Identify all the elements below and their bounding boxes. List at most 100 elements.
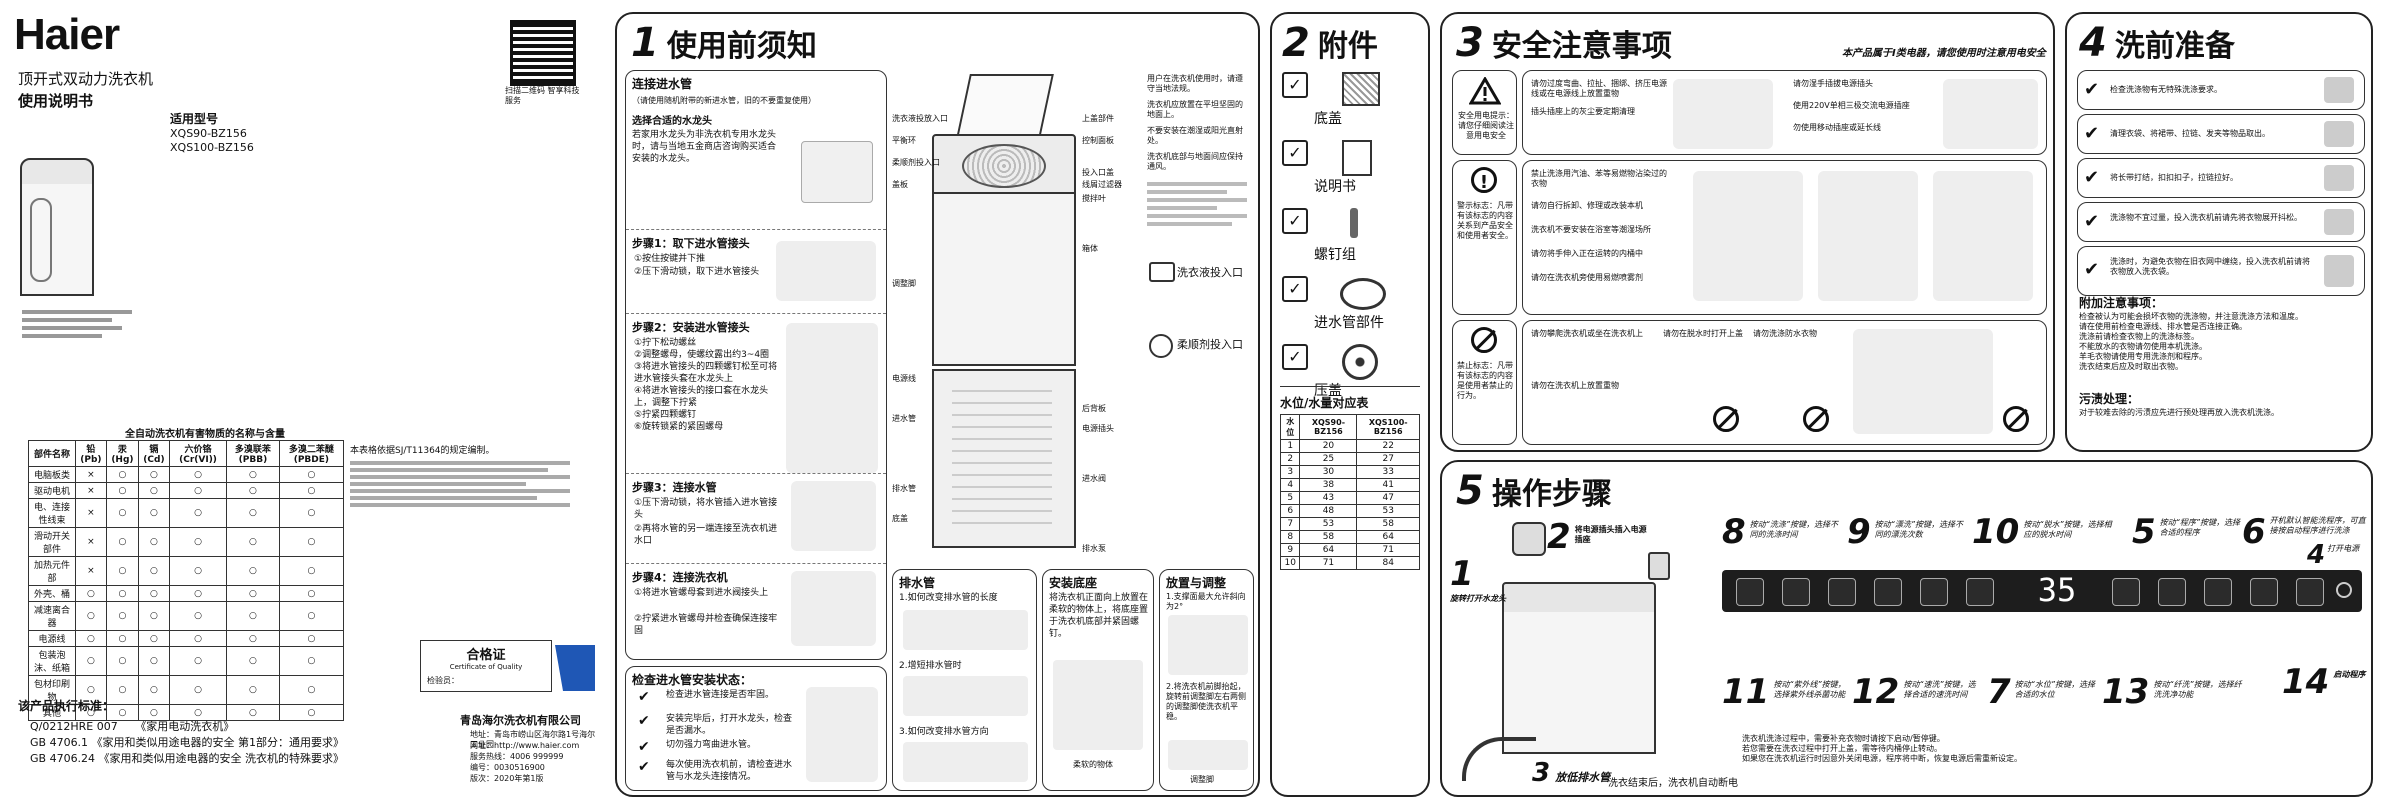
preparation-text: 检查洗涤物有无特殊洗涤要求。: [2110, 85, 2222, 94]
step-2: 2 将电源插头插入电源插座: [1547, 517, 1647, 557]
panel-button[interactable]: [1874, 578, 1902, 606]
step3-item-1: ①压下滑动锁，将水管插入进水管接头: [634, 498, 778, 520]
step-number: 4: [2307, 540, 2326, 570]
table-cell: 58: [1299, 530, 1358, 544]
panel-button[interactable]: [1920, 578, 1948, 606]
safety-category-text: 警示标志：凡带有该标志的内容关系到产品安全和使用者安全。: [1457, 201, 1513, 240]
step-1: 1 旋转打开水龙头: [1450, 554, 1520, 604]
power-item-3: 请勿湿手插拔电源插头: [1793, 79, 1873, 88]
label-softener-inlet: 柔顺剂投入口: [892, 158, 940, 167]
hose-check-item-1: 检查进水管连接是否牢固。: [666, 690, 775, 700]
detergent-inlet-title: 洗衣液投入口: [1177, 266, 1243, 279]
table-cell: 71: [1356, 543, 1420, 557]
faucet-title: 选择合适的水龙头: [632, 116, 712, 127]
label-bottom-cover: 底盖: [892, 514, 908, 523]
hose-check-item-2: 安装完毕后，打开水龙头，检查是否漏水。: [666, 714, 793, 736]
step1-item-2: ②压下滑动锁，取下进水管接头: [634, 267, 760, 277]
step-text: 放低排水管: [1555, 771, 1611, 784]
press-cover-icon: [1342, 344, 1378, 380]
preparation-item: ✔ 将长带打结，扣扣扣子，拉链拉好。: [2077, 158, 2365, 198]
model-2: XQS100-BZ156: [170, 141, 254, 154]
panel-button[interactable]: [2158, 578, 2186, 606]
step2-illustration: [786, 323, 878, 473]
table-cell: ○: [226, 498, 280, 528]
safety-note: 本产品属于I类电器，请您使用时注意用电安全: [1842, 48, 2046, 59]
table-cell: ○: [74, 675, 107, 705]
bottom-cover-icon: [1342, 72, 1380, 106]
table-row: 电脑板类×○○○○○: [28, 466, 345, 483]
check-mark-icon: ✔: [2084, 123, 2100, 144]
table-cell: ○: [226, 482, 280, 499]
table-cell: ○: [137, 466, 170, 483]
panel-button[interactable]: [1782, 578, 1810, 606]
step-text: 按动“纤洗”按键，选择纤洗洗净功能: [2153, 680, 2242, 699]
table-cell: ○: [105, 646, 139, 676]
panel-button[interactable]: [1736, 578, 1764, 606]
drain-hose-drawing: [1462, 737, 1536, 781]
table-cell: 减速离合器: [28, 601, 76, 631]
preparation-item: ✔ 检查洗涤物有无特殊洗涤要求。: [2077, 70, 2365, 110]
water-hose-box: 连接进水管 （请使用随机附带的新进水管，旧的不要重复使用） 选择合适的水龙头 若…: [625, 70, 887, 660]
panel-button[interactable]: [1828, 578, 1856, 606]
step4-item-1: ①将进水管螺母套到进水阀接头上: [634, 588, 769, 598]
step2-item-2: ②调整螺母，使螺纹露出约3~4圈: [634, 350, 770, 360]
warning-item-5: 请勿在洗衣机旁使用易燃喷雾剂: [1531, 273, 1643, 282]
step-number: 6: [2242, 512, 2266, 552]
table-row: 驱动电机×○○○○○: [28, 482, 345, 499]
step-text: 将电源插头插入电源插座: [1574, 525, 1647, 544]
preparation-list: ✔ 检查洗涤物有无特殊洗涤要求。 ✔ 清理衣袋、将裙带、拉链、发夹等物品取出。 …: [2077, 70, 2365, 300]
accessory-label: 说明书: [1314, 179, 1356, 195]
table-cell: 9: [1279, 543, 1301, 557]
hazard-table-title: 全自动洗衣机有害物质的名称与含量: [125, 429, 285, 440]
accessory-label: 压盖: [1314, 383, 1342, 399]
table-cell: ○: [137, 601, 170, 631]
table-cell: 33: [1356, 465, 1420, 479]
hazard-table-header: 镉(Cd): [137, 440, 170, 467]
usage-notes: 用户在洗衣机使用时，请遵守当地法规。 洗衣机应放置在平坦坚固的地面上。 不要安装…: [1147, 74, 1247, 226]
table-cell: 电脑板类: [28, 466, 76, 483]
label-inlet-valve: 进水阀: [1082, 474, 1106, 483]
hazard-table-header: 六价铬(Cr(VI)): [168, 440, 228, 467]
check-mark-icon: ✔: [2084, 259, 2100, 280]
water-level-title: 水位/水量对应表: [1280, 396, 1369, 410]
zipper-icon: [2324, 165, 2354, 191]
extra-note-6: 洗衣结束后应及时取出衣物。: [2079, 362, 2183, 371]
table-cell: ○: [278, 585, 345, 602]
service-hotline: 服务热线：4006 999999: [470, 752, 564, 761]
table-cell: ○: [105, 466, 139, 483]
panel-button[interactable]: [2112, 578, 2140, 606]
panel-number: 2: [1282, 20, 1310, 66]
table-cell: ○: [74, 601, 107, 631]
model-1: XQS90-BZ156: [170, 127, 247, 140]
table-cell: ○: [105, 498, 139, 528]
table-cell: ○: [105, 704, 139, 721]
preparation-item: ✔ 洗涤物不宜过量，投入洗衣机前请先将衣物展开抖松。: [2077, 202, 2365, 242]
table-row: 减速离合器○○○○○○: [28, 601, 345, 631]
panel-button[interactable]: [2296, 578, 2324, 606]
panel-button[interactable]: [2250, 578, 2278, 606]
step-5: 5 按动“程序”按键，选择合适的程序: [2132, 512, 2242, 552]
power-button-icon[interactable]: [2336, 582, 2352, 598]
panel-button[interactable]: [1966, 578, 1994, 606]
table-cell: ○: [226, 646, 280, 676]
check-mark-icon: ✓: [1282, 276, 1308, 302]
panel-button[interactable]: [2204, 578, 2232, 606]
hazard-table-note: 本表格依据SJ/T11364的规定编制。: [350, 446, 495, 456]
hose-check-illustration: [806, 687, 878, 782]
standard-3: GB 4706.24 《家用和类似用途电器的安全 洗衣机的特殊要求》: [30, 752, 345, 765]
step-14: 14 启动程序: [2282, 662, 2367, 702]
table-cell: 6: [1279, 504, 1301, 518]
table-row: 电、连接性线束×○○○○○: [28, 498, 345, 528]
table-cell: ○: [278, 601, 345, 631]
table-cell: ○: [137, 646, 170, 676]
accessory-list: ✓ 底盖 ✓ 说明书 ✓ 螺钉组 ✓ 进水管部件 ✓ 压盖: [1282, 72, 1422, 404]
panel-title: 洗前准备: [2114, 29, 2235, 64]
step-number: 1: [1450, 554, 1474, 594]
table-cell: 53: [1356, 504, 1420, 518]
